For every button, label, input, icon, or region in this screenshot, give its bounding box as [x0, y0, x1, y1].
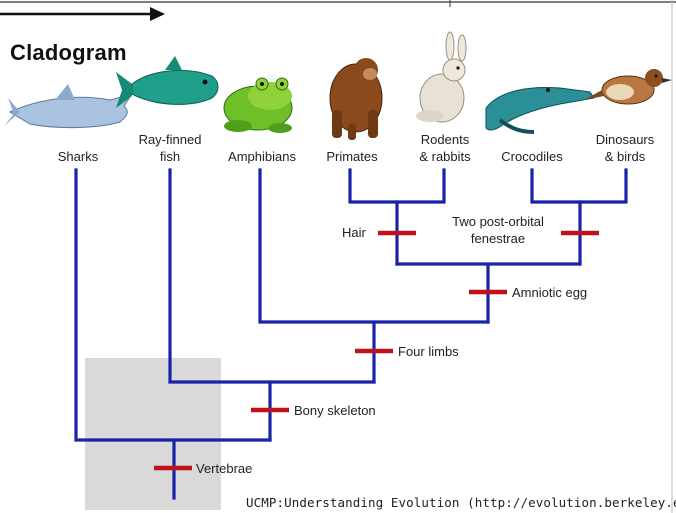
diagram-title: Cladogram [10, 40, 127, 66]
shark-icon [4, 84, 132, 128]
ape-icon [330, 58, 382, 140]
trait-label-vertebrae: Vertebrae [196, 460, 252, 477]
trait-label-amniotic-egg: Amniotic egg [512, 284, 587, 301]
taxon-label-ray-finned-fish: Ray-finned fish [122, 131, 218, 165]
fish-icon [116, 56, 218, 108]
taxon-label-amphibians: Amphibians [212, 148, 312, 165]
taxon-label-sharks: Sharks [40, 148, 116, 165]
frog-icon [224, 78, 292, 133]
sparrow-icon [584, 69, 672, 104]
crocodile-icon [486, 88, 594, 132]
taxon-label-crocodiles: Crocodiles [486, 148, 578, 165]
trait-label-hair: Hair [342, 224, 366, 241]
taxon-label-primates: Primates [312, 148, 392, 165]
rabbit-icon [416, 32, 466, 122]
trait-label-two-post-orbital: Two post-orbital fenestrae [438, 213, 558, 247]
arrow-head-icon [150, 7, 165, 21]
fish-branch [170, 170, 374, 382]
taxon-label-rodents-rabbits: Rodents & rabbits [398, 131, 492, 165]
trait-label-bony-skeleton: Bony skeleton [294, 402, 376, 419]
taxon-label-dinosaurs-birds: Dinosaurs & birds [578, 131, 672, 165]
mammal-clade [350, 170, 444, 202]
archosaur-clade [532, 170, 626, 202]
source-credit: UCMP:Understanding Evolution (http://evo… [246, 495, 676, 510]
trait-label-four-limbs: Four limbs [398, 343, 459, 360]
